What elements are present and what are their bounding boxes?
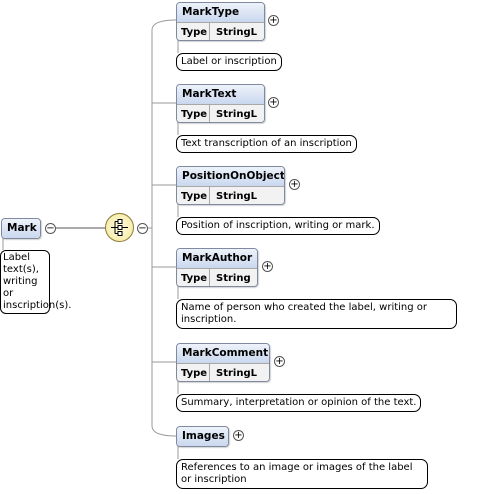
sequence-compositor[interactable]: [105, 213, 134, 242]
element-description: Summary, interpretation or opinion of th…: [176, 394, 422, 412]
type-attribute-value: StringL: [216, 191, 257, 202]
element-description: Name of person who created the label, wr…: [176, 299, 457, 329]
element-name: Images: [177, 427, 228, 446]
collapse-toggle-root[interactable]: −: [45, 223, 56, 234]
element-name: PositionOnObject: [177, 167, 284, 186]
type-attribute-row: Type String: [177, 268, 257, 286]
collapse-toggle-sequence[interactable]: −: [137, 223, 148, 234]
element-description: References to an image or images of the …: [176, 459, 428, 489]
element-name: MarkAuthor: [177, 249, 257, 268]
sequence-compositor-icon: [111, 219, 128, 236]
element-name: MarkComment: [177, 344, 269, 363]
expand-toggle-markauthor[interactable]: +: [262, 261, 273, 272]
element-markauthor[interactable]: MarkAuthor Type String: [176, 248, 258, 287]
element-name: MarkText: [177, 85, 264, 104]
root-element-mark[interactable]: Mark: [1, 218, 41, 239]
type-attribute-label: Type: [177, 23, 210, 40]
expand-toggle-images[interactable]: +: [233, 430, 244, 441]
element-marktype[interactable]: MarkType Type StringL: [176, 2, 265, 41]
root-element-name: Mark: [2, 219, 40, 238]
type-attribute-label: Type: [177, 364, 210, 381]
element-positiononobject[interactable]: PositionOnObject Type StringL: [176, 166, 285, 205]
root-description: Label text(s), writing or inscription(s)…: [0, 250, 71, 314]
expand-toggle-marktype[interactable]: +: [268, 15, 279, 26]
type-attribute-value: StringL: [216, 368, 257, 379]
element-description: Text transcription of an inscription: [176, 135, 357, 153]
type-attribute-label: Type: [177, 105, 210, 122]
element-description: Position of inscription, writing or mark…: [176, 217, 380, 235]
element-markcomment[interactable]: MarkComment Type StringL: [176, 343, 270, 382]
type-attribute-row: Type StringL: [177, 104, 264, 122]
type-attribute-value: String: [216, 273, 251, 284]
type-attribute-row: Type StringL: [177, 22, 264, 40]
type-attribute-label: Type: [177, 187, 210, 204]
type-attribute-row: Type StringL: [177, 363, 269, 381]
element-name: MarkType: [177, 3, 264, 22]
expand-toggle-markcomment[interactable]: +: [274, 356, 285, 367]
type-attribute-value: StringL: [216, 109, 257, 120]
type-attribute-label: Type: [177, 269, 210, 286]
element-description: Label or inscription: [176, 53, 282, 71]
element-marktext[interactable]: MarkText Type StringL: [176, 84, 265, 123]
type-attribute-row: Type StringL: [177, 186, 284, 204]
expand-toggle-positiononobject[interactable]: +: [289, 179, 300, 190]
element-images[interactable]: Images: [176, 426, 229, 447]
type-attribute-value: StringL: [216, 27, 257, 38]
expand-toggle-marktext[interactable]: +: [268, 97, 279, 108]
